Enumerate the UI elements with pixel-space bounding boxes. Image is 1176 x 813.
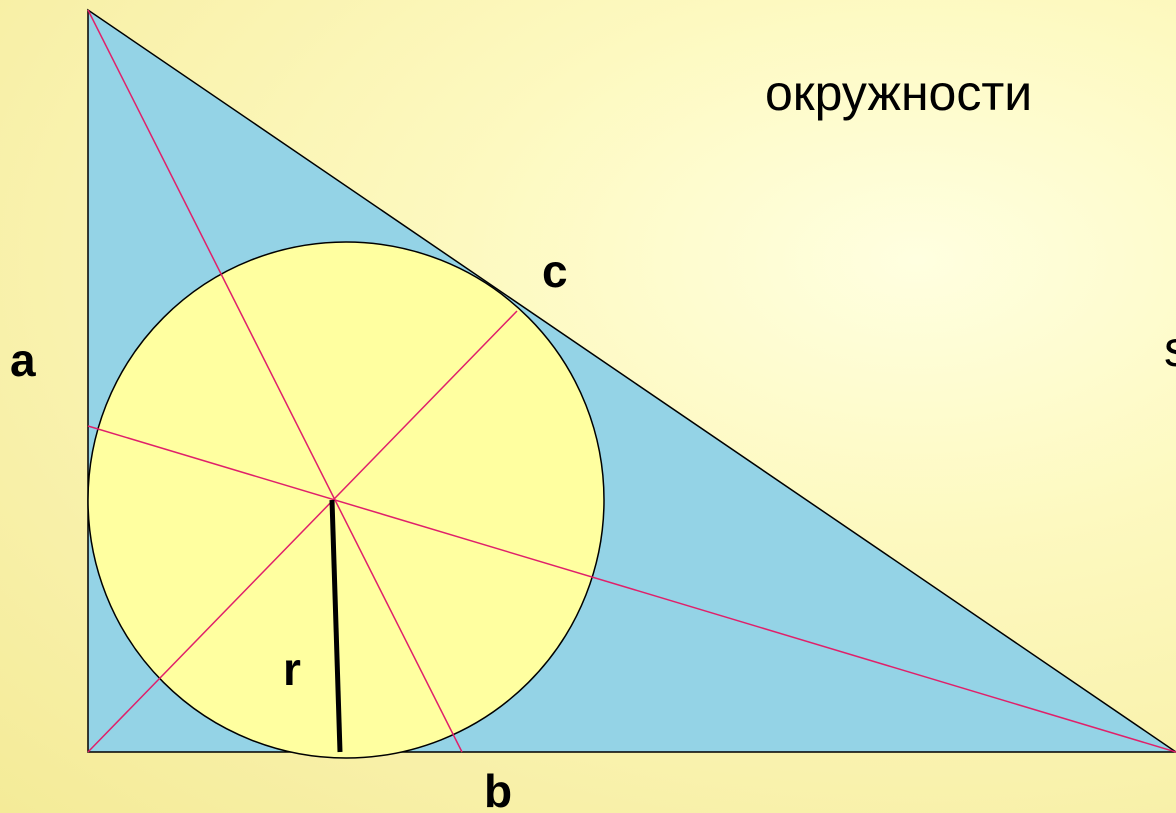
side-b-label: b [484, 765, 512, 813]
side-c-label: c [542, 245, 568, 297]
radius-line [329, 499, 343, 753]
bisector-top-vertex [87, 9, 463, 753]
bisector-right-angle [87, 310, 518, 753]
side-a-label: a [10, 334, 36, 386]
heading-text: окружности [765, 65, 1032, 121]
edge-fragment-text: s [1164, 321, 1176, 377]
inscribed-circle [87, 241, 605, 759]
bisector-right-vertex [87, 425, 1176, 753]
radius-label: r [283, 643, 301, 695]
